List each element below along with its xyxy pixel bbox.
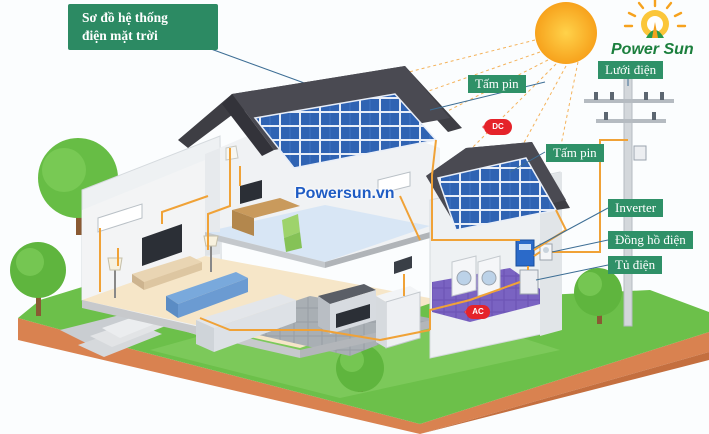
tree-center-front [336, 344, 384, 392]
tv-lower-icon [142, 224, 182, 266]
title-line-2: điện mặt trời [82, 28, 158, 43]
label-inverter: Inverter [608, 199, 664, 217]
annex-roof [426, 142, 570, 231]
title-line-1: Sơ đồ hệ thống [82, 10, 168, 25]
tv-cabinet-icon [132, 256, 202, 290]
watermark-text: Powersun.vn [295, 185, 395, 202]
label-meter: Đồng hồ điện [608, 231, 693, 249]
label-cabinet: Tủ điện [608, 256, 663, 274]
desk-icon [232, 198, 300, 236]
label-lower-panel: Tấm pin [546, 144, 604, 162]
stove-icon [318, 284, 376, 334]
wall-display-icon [394, 256, 412, 274]
bedroom-floor [205, 205, 430, 262]
diagram-title: Sơ đồ hệ thống điện mặt trời [68, 4, 218, 50]
brand-name: Power Sun [611, 41, 694, 58]
tree-left-back [38, 138, 118, 235]
powersun-logo-icon [623, 0, 687, 38]
ac-unit-upper-icon [377, 171, 411, 195]
meter-device-icon [539, 243, 553, 261]
tree-left-front [10, 242, 66, 316]
title-leader-line [199, 44, 319, 89]
floor-slab [82, 300, 300, 358]
label-upper-panel: Tấm pin [468, 75, 526, 93]
badge-ac: AC [466, 305, 490, 319]
sun-icon [535, 2, 597, 64]
badge-dc: DC [484, 119, 512, 135]
chair-icon [282, 214, 302, 252]
ac-unit-lower-icon [97, 203, 143, 233]
main-roof [178, 66, 462, 169]
label-grid: Lưới điện [598, 61, 664, 79]
wall-lamp-upper-icon [225, 145, 239, 161]
tv-upper-icon [240, 180, 262, 204]
kitchen-counter-icon [196, 294, 296, 352]
inverter-device-icon [515, 239, 535, 267]
label-leader-lines [429, 78, 629, 281]
tree-right [574, 268, 622, 324]
wiring [99, 139, 628, 342]
washing-machine-icon [451, 255, 501, 297]
cabinet-device-icon [519, 269, 539, 295]
sofa-icon [166, 272, 248, 318]
